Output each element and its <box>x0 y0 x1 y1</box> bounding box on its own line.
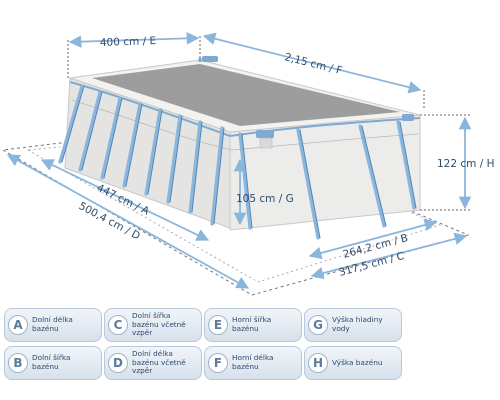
legend-item-e: E Horní šířka bazénu <box>204 308 302 342</box>
legend-letter: G <box>308 315 328 335</box>
legend-text: Dolní šířka bazénu <box>32 353 71 371</box>
legend-letter: D <box>108 353 128 373</box>
legend-text: Horní šířka bazénu <box>232 315 272 333</box>
legend-letter: E <box>208 315 228 335</box>
legend-text: Výška hladiny vody <box>332 315 383 333</box>
legend-item-d: D Dolní délka bazénu včetně vzpěr <box>104 346 202 380</box>
legend-letter: A <box>8 315 28 335</box>
legend-letter: C <box>108 315 128 335</box>
legend-item-f: F Horní délka bazénu <box>204 346 302 380</box>
dim-label-e: 400 cm / E <box>100 35 157 49</box>
dim-label-g: 105 cm / G <box>236 193 294 205</box>
legend-text: Dolní délka bazénu <box>32 315 73 333</box>
legend-item-h: H Výška bazénu <box>304 346 402 380</box>
legend-text: Horní délka bazénu <box>232 353 274 371</box>
legend-letter: H <box>308 353 328 373</box>
legend-text: Dolní šířka bazénu včetně vzpěr <box>132 311 186 338</box>
dim-label-h: 122 cm / H <box>437 158 495 170</box>
legend-item-g: G Výška hladiny vody <box>304 308 402 342</box>
dimension-lines <box>67 34 470 211</box>
dim-label-f: 2,15 cm / F <box>283 51 343 77</box>
legend-text: Dolní délka bazénu včetně vzpěr <box>132 349 186 376</box>
dimension-legend: A Dolní délka bazénu C Dolní šířka bazén… <box>4 308 496 396</box>
legend-item-c: C Dolní šířka bazénu včetně vzpěr <box>104 308 202 342</box>
legend-item-b: B Dolní šířka bazénu <box>4 346 102 380</box>
legend-letter: F <box>208 353 228 373</box>
legend-letter: B <box>8 353 28 373</box>
legend-text: Výška bazénu <box>332 357 383 367</box>
water-surface <box>92 64 400 126</box>
legend-item-a: A Dolní délka bazénu <box>4 308 102 342</box>
dimension-arrows <box>6 32 472 289</box>
pool-diagram: 400 cm / E 2,15 cm / F 122 cm / H 105 cm… <box>1 32 495 296</box>
